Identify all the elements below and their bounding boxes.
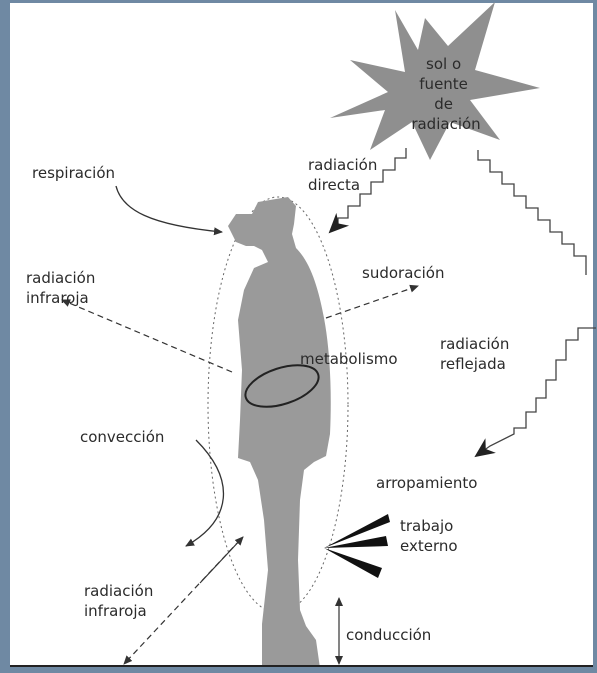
infrared-top-label: radiación infraroja (26, 269, 100, 307)
external-work-wedge-3 (324, 548, 382, 578)
external-work-line-2: externo (400, 537, 458, 555)
direct-radiation-line-1: radiación (308, 156, 377, 174)
sweating-label: sudoración (362, 264, 444, 282)
infrared-bottom-line-1: radiación (84, 582, 153, 600)
reflected-radiation-line-1: radiación (440, 335, 509, 353)
reflected-radiation-label: radiación reflejada (440, 335, 514, 373)
sun-label-line-1: sol o (426, 55, 461, 73)
infrared-bottom-arrow-head-up (200, 537, 243, 583)
infrared-top-line-1: radiación (26, 269, 95, 287)
infrared-top-line-2: infraroja (26, 289, 89, 307)
infrared-bottom-label: radiación infraroja (84, 582, 158, 620)
conduction-label: conducción (346, 626, 431, 644)
reflected-radiation-line-2: reflejada (440, 355, 506, 373)
direct-radiation-line-2: directa (308, 176, 360, 194)
sun-label-line-2: fuente (419, 75, 468, 93)
sun-label-line-3: de (434, 95, 453, 113)
clothing-label: arropamiento (376, 474, 477, 492)
human-silhouette (228, 197, 331, 668)
external-work-label: trabajo externo (400, 517, 458, 555)
convection-label: convección (80, 428, 164, 446)
sun-label-line-4: radiación (411, 115, 480, 133)
convection-arrow (186, 440, 223, 546)
frame-bottom (0, 667, 597, 673)
reflected-radiation-upper-stairs (478, 150, 586, 275)
sweating-arrow (326, 286, 418, 318)
external-work-line-1: trabajo (400, 517, 453, 535)
infrared-top-arrow (62, 300, 232, 372)
metabolism-label: metabolismo (300, 350, 398, 368)
infrared-bottom-line-2: infraroja (84, 602, 147, 620)
respiration-label: respiración (32, 164, 115, 182)
respiration-arrow (116, 186, 222, 232)
external-work-wedge-2 (324, 536, 388, 548)
